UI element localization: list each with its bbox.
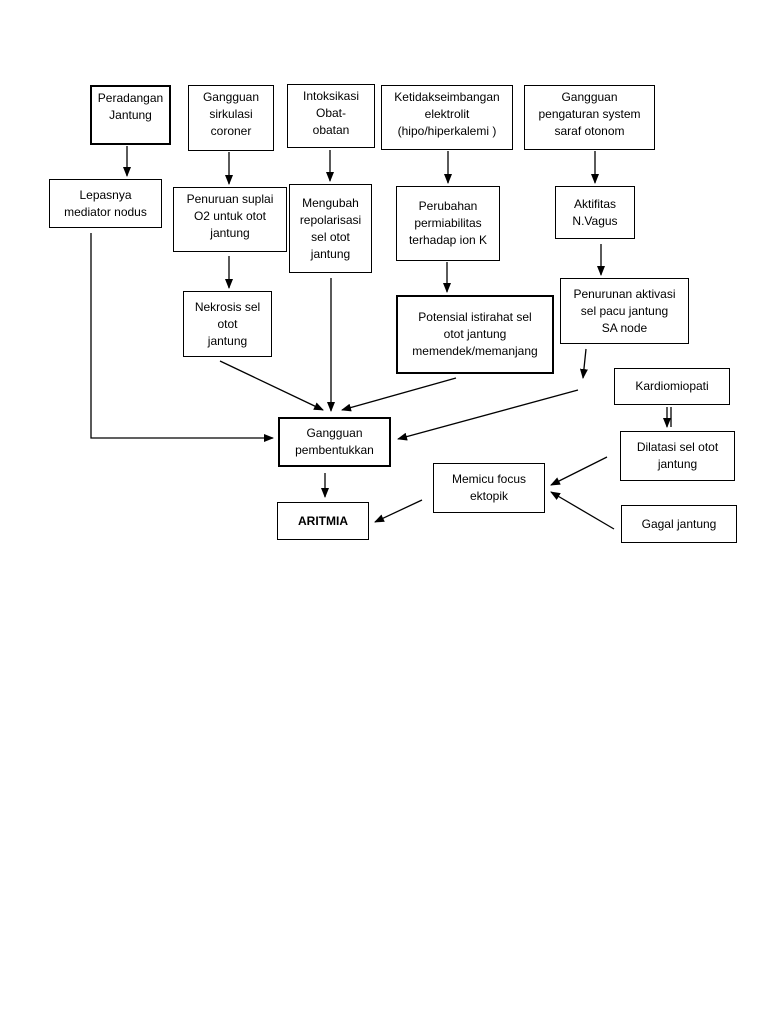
node-mengubah-repolarisasi: Mengubah repolarisasi sel otot jantung	[289, 184, 372, 273]
arrow-penurunan-to-pembentukkan	[579, 348, 588, 379]
arrow-potensial-to-pembentukkan	[341, 377, 457, 412]
node-lepasnya-mediator: Lepasnya mediator nodus	[49, 179, 162, 228]
node-peradangan-jantung: Peradangan Jantung	[90, 85, 171, 145]
node-penuruan-suplai: Penuruan suplai O2 untuk otot jantung	[173, 187, 287, 252]
arrow-memicu-to-aritmia	[374, 499, 423, 523]
node-perubahan-permiabilitas: Perubahan permiabilitas terhadap ion K	[396, 186, 500, 261]
node-intoksikasi: Intoksikasi Obat- obatan	[287, 84, 375, 148]
arrow-gagal-to-memicu	[550, 491, 615, 530]
node-potensial-istirahat: Potensial istirahat sel otot jantung mem…	[396, 295, 554, 374]
node-kardiomiopati: Kardiomiopati	[614, 368, 730, 405]
node-ketidakseimbangan: Ketidakseimbangan elektrolit (hipo/hiper…	[381, 85, 513, 150]
node-gangguan-pembentukkan: Gangguan pembentukkan	[278, 417, 391, 467]
node-penurunan-aktivasi: Penurunan aktivasi sel pacu jantung SA n…	[560, 278, 689, 344]
node-dilatasi: Dilatasi sel otot jantung	[620, 431, 735, 481]
node-gangguan-pengaturan: Gangguan pengaturan system saraf otonom	[524, 85, 655, 150]
node-gangguan-sirkulasi: Gangguan sirkulasi coroner	[188, 85, 274, 151]
arrow-nekrosis-to-pembentukkan	[219, 360, 324, 411]
node-gagal-jantung: Gagal jantung	[621, 505, 737, 543]
arrow-lepasnya-to-pembentukkan	[90, 233, 274, 442]
node-memicu-focus: Memicu focus ektopik	[433, 463, 545, 513]
node-aktifitas-nvagus: Aktifitas N.Vagus	[555, 186, 635, 239]
arrow-dilatasi-to-memicu	[550, 456, 608, 486]
arrow-right-to-pembentukkan	[397, 389, 579, 441]
node-aritmia: ARITMIA	[277, 502, 369, 540]
node-nekrosis: Nekrosis sel otot jantung	[183, 291, 272, 357]
